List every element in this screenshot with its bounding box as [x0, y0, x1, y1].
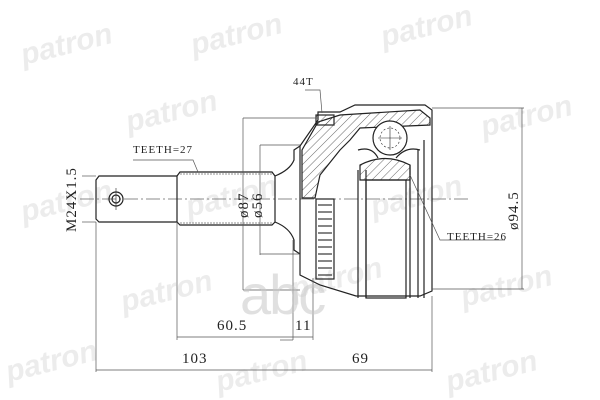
- dim-103: 103: [182, 351, 208, 367]
- label-thread-m24x1-5: M24X1.5: [64, 167, 80, 232]
- label-dia-94-5: ø94.5: [506, 191, 522, 230]
- label-teeth-26: TEETH=26: [447, 231, 508, 243]
- label-dia-56: ø56: [250, 192, 266, 219]
- shaft-spline-section: [176, 171, 276, 226]
- watermark-abc-logo: abc: [240, 263, 326, 326]
- housing-outline: [299, 104, 433, 297]
- abs-tooth-top: [315, 114, 335, 126]
- dim-69: 69: [352, 351, 369, 367]
- label-teeth-27: TEETH=27: [133, 144, 194, 156]
- dim-60-5: 60.5: [217, 318, 248, 334]
- dim-11: 11: [295, 318, 312, 334]
- label-44t: 44T: [293, 76, 314, 88]
- abs-ring: [315, 198, 335, 280]
- housing-hatch: [301, 109, 431, 199]
